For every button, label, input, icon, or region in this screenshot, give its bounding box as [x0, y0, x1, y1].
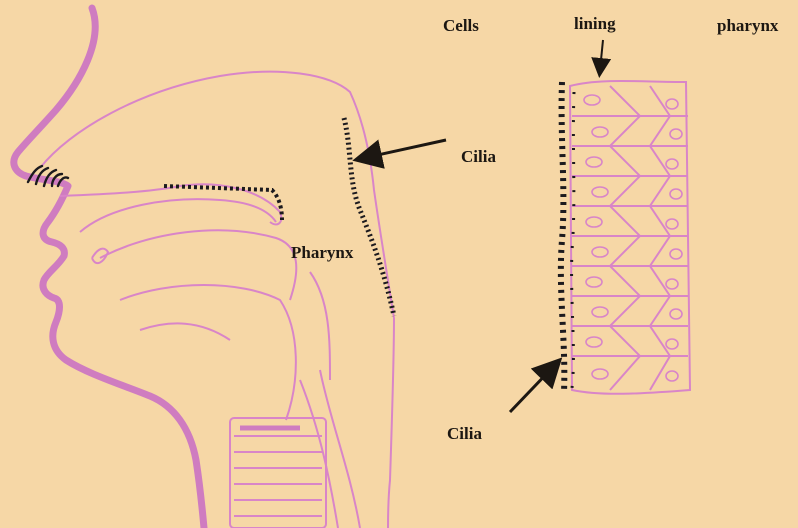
lining-cilia	[561, 82, 564, 392]
nasal-floor-cilia	[164, 186, 282, 220]
trachea-rings	[230, 418, 326, 528]
cell-lining-column	[570, 81, 690, 394]
lining-arrow	[600, 40, 603, 70]
label-cells: Cells	[443, 16, 479, 36]
cilia-lower-arrow	[510, 366, 554, 412]
label-pharynx-header: pharynx	[717, 16, 778, 36]
head-outline	[40, 72, 394, 528]
label-cilia-upper: Cilia	[461, 147, 496, 167]
cell-nuclei	[584, 95, 682, 381]
label-pharynx: Pharynx	[291, 243, 353, 263]
pharynx-wall-cilia	[344, 118, 394, 316]
label-cilia-lower: Cilia	[447, 424, 482, 444]
cilia-upper-arrow	[364, 140, 446, 158]
label-lining: lining	[574, 14, 616, 34]
